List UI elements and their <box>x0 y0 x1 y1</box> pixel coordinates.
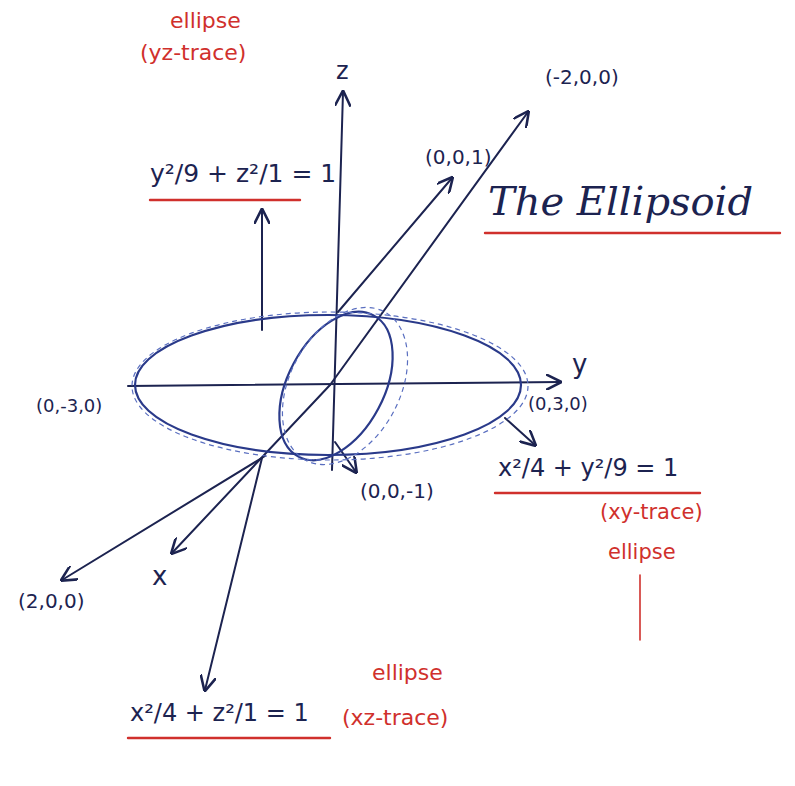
point-label: (0,3,0) <box>528 394 588 415</box>
underline <box>485 232 780 234</box>
y-axis <box>128 382 560 386</box>
leader-arrow <box>335 442 356 472</box>
axis-label: x <box>152 562 167 592</box>
trace-equation: x²/4 + z²/1 = 1 <box>130 700 309 728</box>
point-label: (0,0,1) <box>425 146 492 169</box>
trace-kind: ellipse <box>372 660 443 685</box>
point-label: (0,0,-1) <box>360 480 434 503</box>
axis-label: z <box>336 58 349 86</box>
z-axis <box>332 92 343 470</box>
leader-arrow <box>205 458 262 690</box>
trace-kind: ellipse <box>170 8 241 33</box>
point-label: (0,-3,0) <box>36 396 102 417</box>
underline <box>128 737 330 739</box>
point-label: (2,0,0) <box>18 590 85 613</box>
point-label: (-2,0,0) <box>545 66 619 89</box>
trace-name: (xy-trace) <box>600 500 703 524</box>
underline <box>150 199 300 201</box>
dashed-outline <box>132 312 528 460</box>
axis-label: y <box>572 350 587 380</box>
x-axis-back <box>330 112 528 385</box>
xy-trace-ellipse <box>135 315 521 455</box>
leader-arrow <box>505 418 535 445</box>
leader-arrow <box>261 210 263 330</box>
xz-trace-ellipse <box>256 293 416 479</box>
x-axis <box>172 385 330 553</box>
leader-arrow <box>338 178 452 312</box>
underline <box>495 492 700 494</box>
trace-equation: y²/9 + z²/1 = 1 <box>150 160 336 189</box>
pen-stroke <box>639 575 641 640</box>
trace-name: (xz-trace) <box>342 705 448 730</box>
dashed-outline <box>257 286 433 486</box>
trace-equation: x²/4 + y²/9 = 1 <box>498 455 678 483</box>
page-title: The Ellipsoid <box>488 178 753 224</box>
trace-kind: ellipse <box>608 540 676 564</box>
trace-name: (yz-trace) <box>140 40 246 65</box>
